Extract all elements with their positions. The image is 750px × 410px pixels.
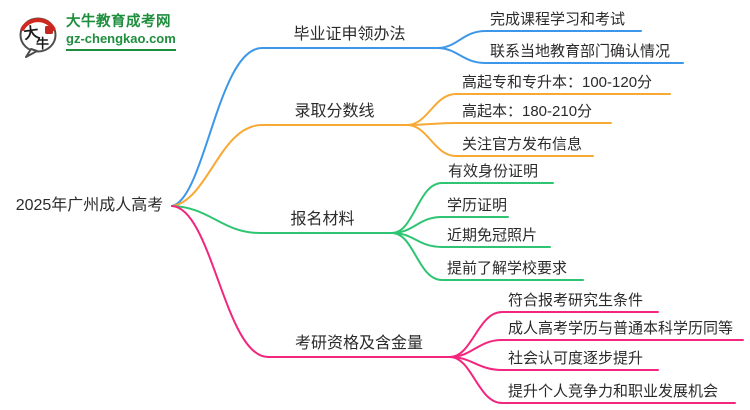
site-name: 大牛教育成考网 [66, 14, 171, 30]
leaf-school-requirements[interactable]: 提前了解学校要求 [447, 260, 568, 277]
leaf-valid-id[interactable]: 有效身份证明 [448, 163, 539, 180]
branch-admission-scores[interactable]: 录取分数线 [294, 103, 375, 120]
leaf-score-gaoqizhuan[interactable]: 高起专和专升本：100-120分 [462, 74, 653, 91]
logo-text-block: 大牛教育成考网 gz-chengkao.com [66, 14, 176, 51]
site-domain: gz-chengkao.com [66, 31, 176, 46]
leaf-complete-courses[interactable]: 完成课程学习和考试 [490, 11, 626, 28]
branch-graduation-cert[interactable]: 毕业证申领办法 [293, 26, 406, 43]
leaf-follow-official-info[interactable]: 关注官方发布信息 [462, 136, 583, 153]
leaf-education-proof[interactable]: 学历证明 [447, 197, 508, 214]
daniu-speech-bubble-icon: 大 牛 [16, 14, 60, 58]
branch-postgrad-eligibility[interactable]: 考研资格及含金量 [294, 335, 423, 352]
leaf-career-competitiveness[interactable]: 提升个人竞争力和职业发展机会 [508, 383, 719, 400]
leaf-social-recognition[interactable]: 社会认可度逐步提升 [508, 350, 644, 367]
logo-char-niu: 牛 [36, 36, 50, 51]
root-node[interactable]: 2025年广州成人高考 [15, 197, 164, 214]
site-logo[interactable]: 大 牛 大牛教育成考网 gz-chengkao.com [16, 14, 176, 58]
leaf-postgrad-conditions[interactable]: 符合报考研究生条件 [508, 292, 644, 309]
branch-application-materials[interactable]: 报名材料 [290, 211, 355, 228]
leaf-equal-to-regular-degree[interactable]: 成人高考学历与普通本科学历同等 [508, 320, 734, 337]
leaf-contact-education-dept[interactable]: 联系当地教育部门确认情况 [490, 43, 671, 60]
leaf-recent-photo[interactable]: 近期免冠照片 [447, 227, 538, 244]
leaf-score-gaoqiben[interactable]: 高起本：180-210分 [462, 103, 593, 120]
